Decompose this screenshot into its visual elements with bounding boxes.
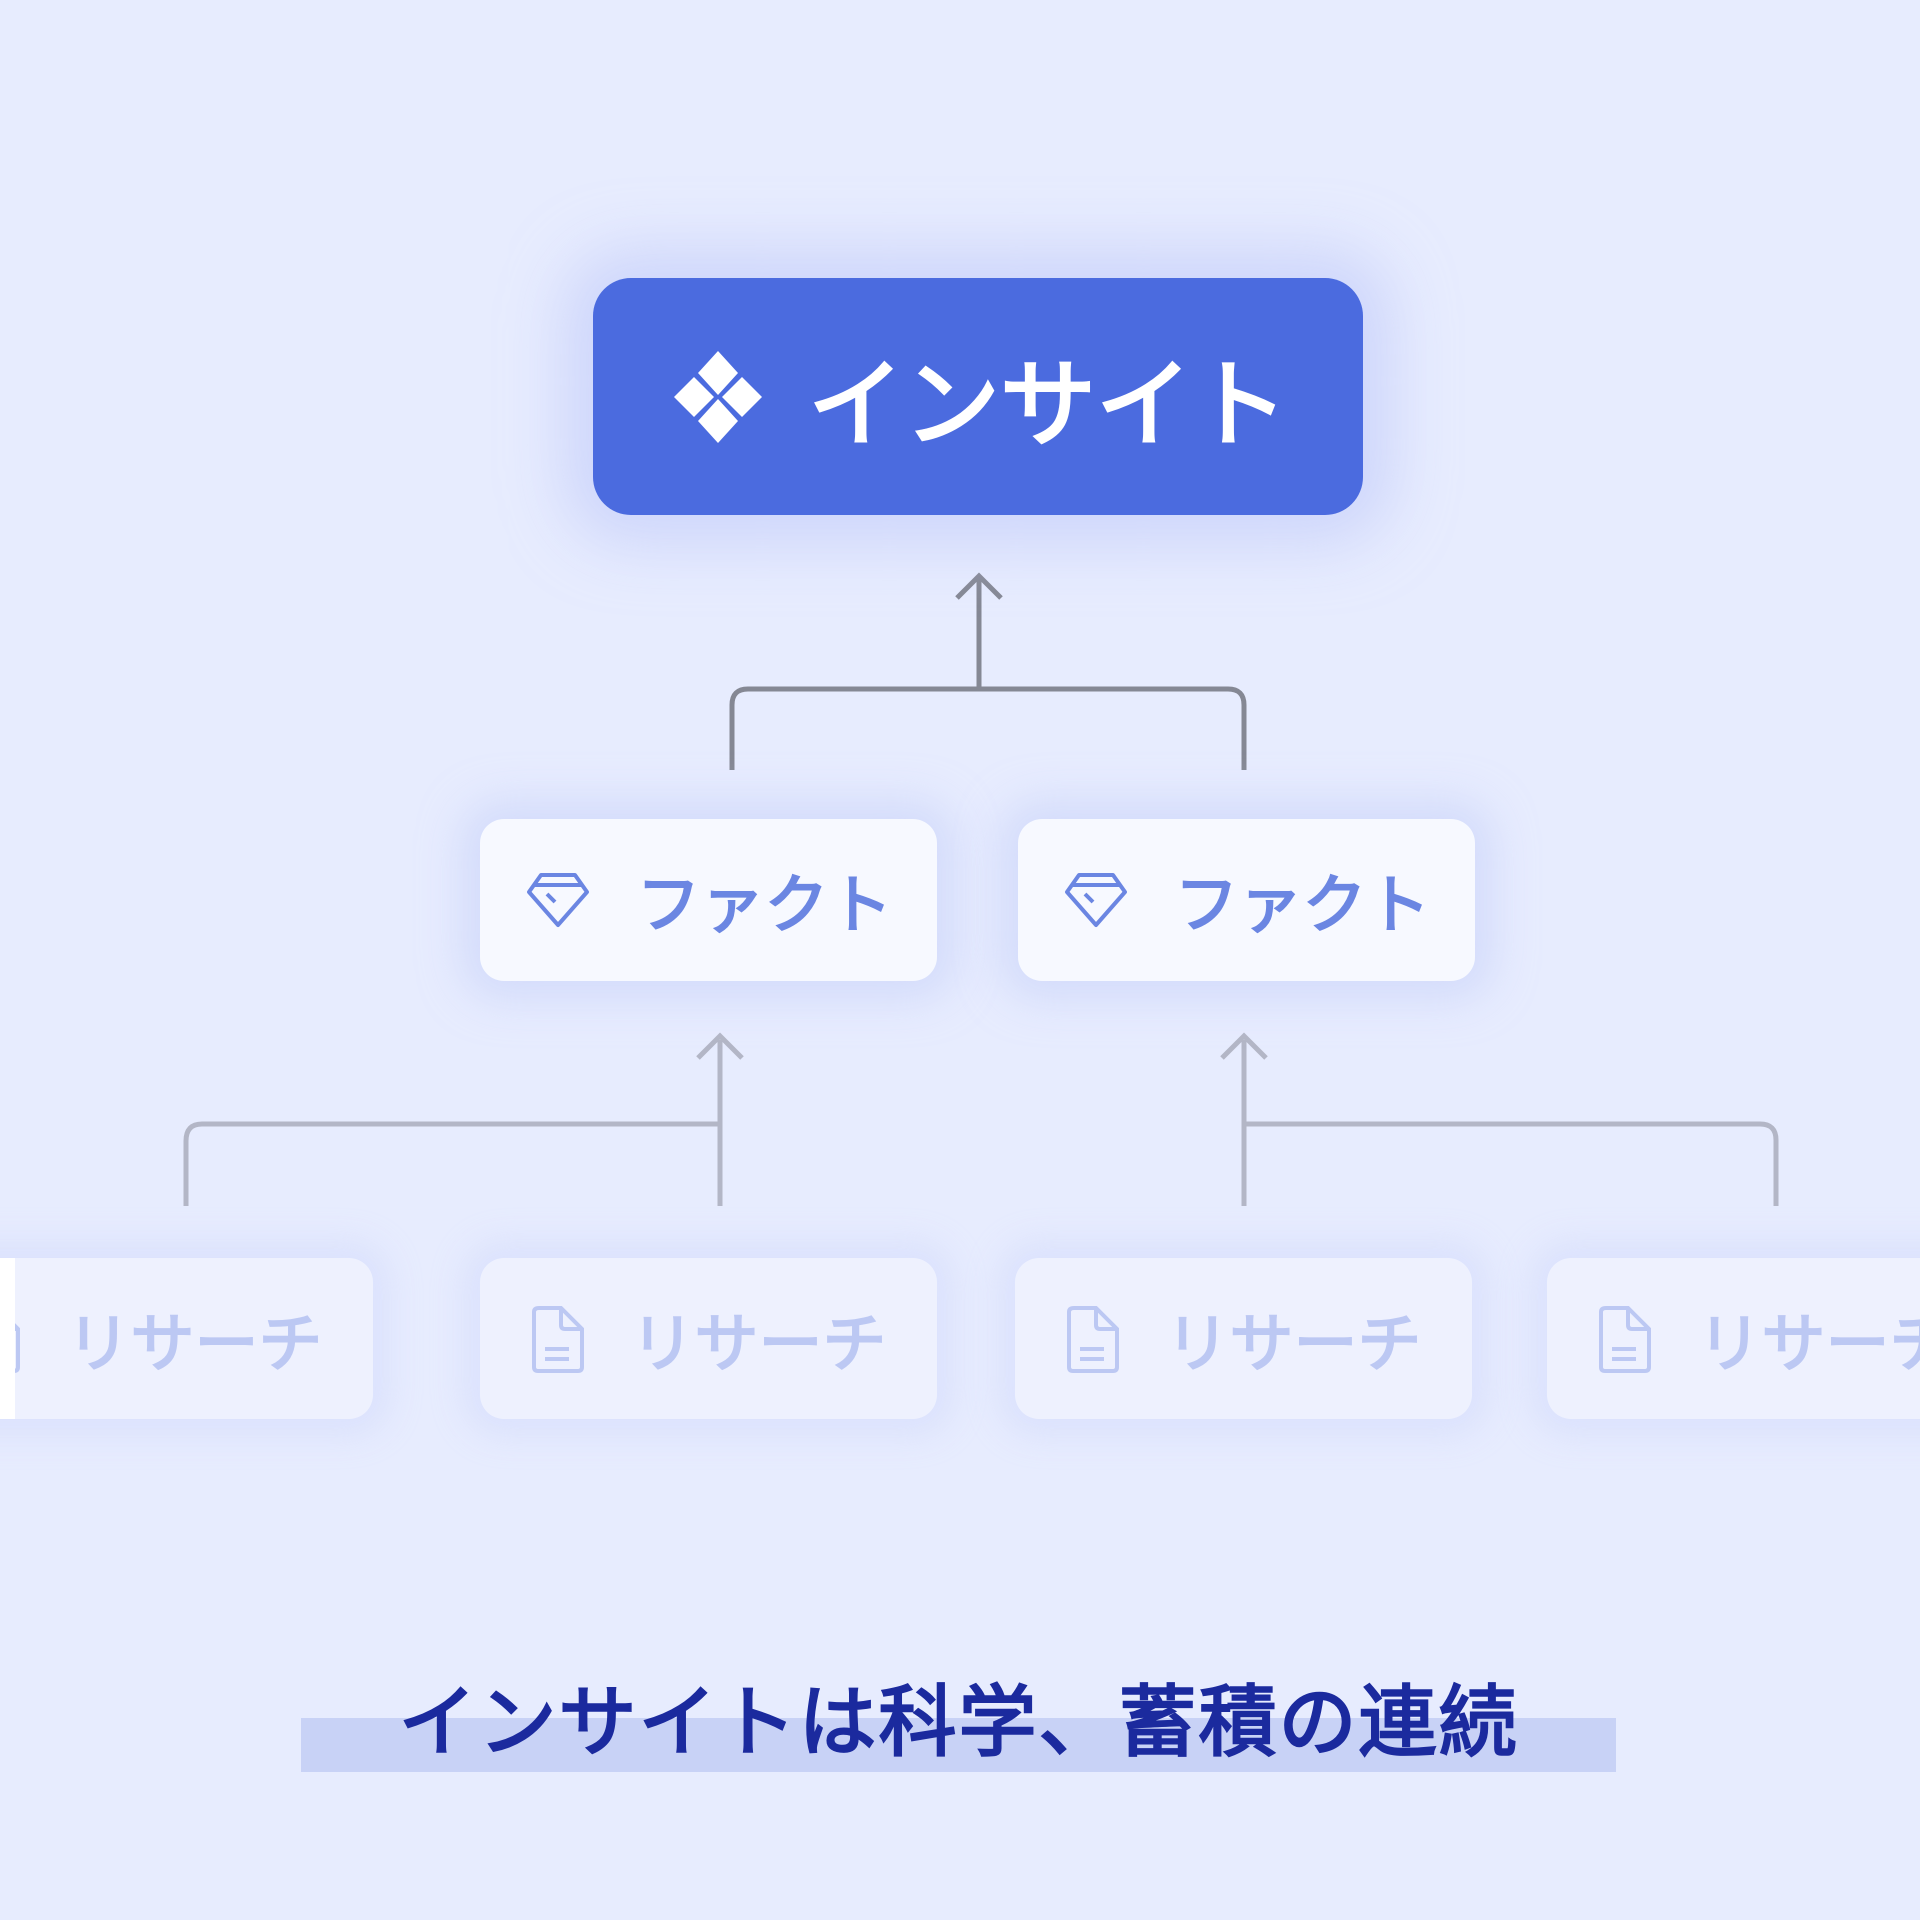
research-label: リサーチ: [1165, 1307, 1422, 1382]
fact-label: ファクト: [1174, 869, 1431, 943]
research-node: リサーチ: [1015, 1258, 1472, 1419]
caption-highlight: [301, 1718, 1616, 1772]
research-node: リサーチ: [480, 1258, 937, 1419]
research-node: リサーチ: [1547, 1258, 1920, 1419]
research-node: リサーチ: [0, 1258, 373, 1419]
research-label: リサーチ: [630, 1307, 887, 1382]
document-icon: [1598, 1305, 1651, 1373]
caption: インサイトは科学、蓄積の連続: [398, 1678, 1519, 1768]
document-icon: [531, 1305, 584, 1373]
insight-label: インサイト: [808, 349, 1288, 461]
insight-connector: [729, 572, 1247, 770]
research-label: リサーチ: [66, 1307, 323, 1382]
research-label: リサーチ: [1697, 1307, 1920, 1382]
fact-node: ファクト: [1018, 819, 1475, 981]
diamond-cluster-icon: [674, 350, 762, 443]
gem-icon: [526, 873, 589, 927]
fact-connectors: [183, 1032, 1779, 1206]
fact-node: ファクト: [480, 819, 937, 981]
insight-node: インサイト: [593, 278, 1363, 515]
fact-label: ファクト: [636, 869, 893, 943]
gem-icon: [1064, 873, 1127, 927]
edge-artifact: [0, 1258, 15, 1419]
document-icon: [1066, 1305, 1119, 1373]
